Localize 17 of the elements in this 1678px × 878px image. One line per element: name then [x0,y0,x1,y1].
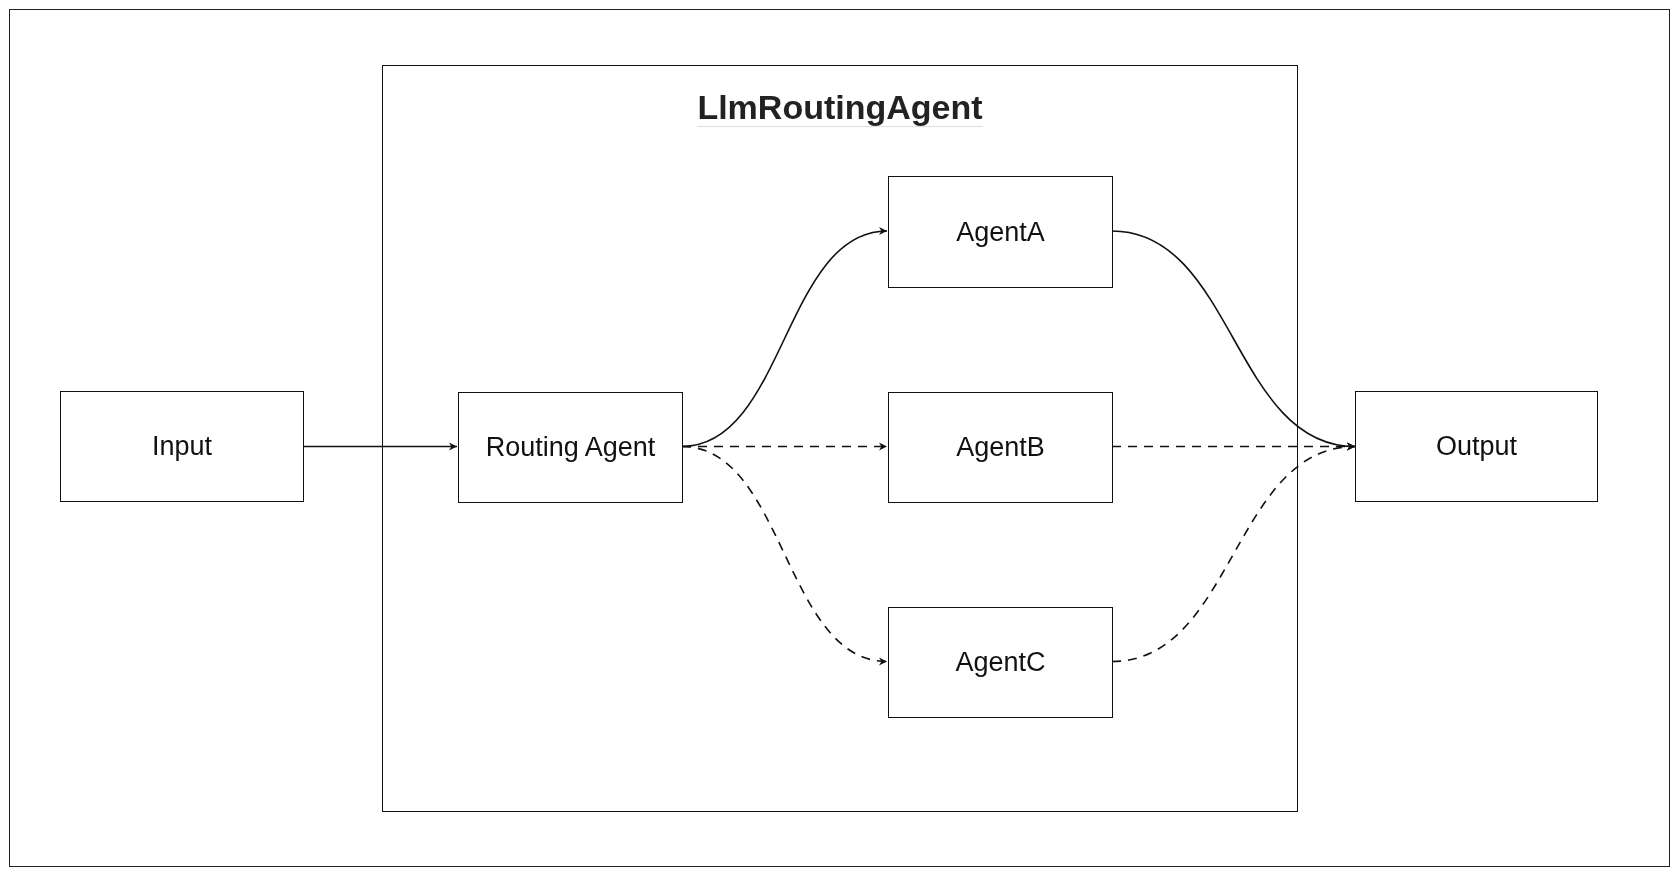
arrow [681,445,888,665]
node-label: AgentA [956,216,1045,248]
container-box [382,65,1298,812]
node-label: AgentC [955,647,1046,678]
arrow [1111,443,1356,663]
node-label: Routing Agent [485,432,656,463]
process-box [60,391,304,502]
process-box [888,392,1113,503]
process-box [888,176,1113,288]
process-box [888,607,1113,718]
node-label: AgentB [956,432,1045,463]
process-box [458,392,683,503]
node-label: Input [151,431,213,462]
arrow [303,442,458,451]
process-box [1355,391,1598,502]
node-label: Output [1435,431,1518,462]
container-title: LlmRoutingAgent [697,88,983,127]
